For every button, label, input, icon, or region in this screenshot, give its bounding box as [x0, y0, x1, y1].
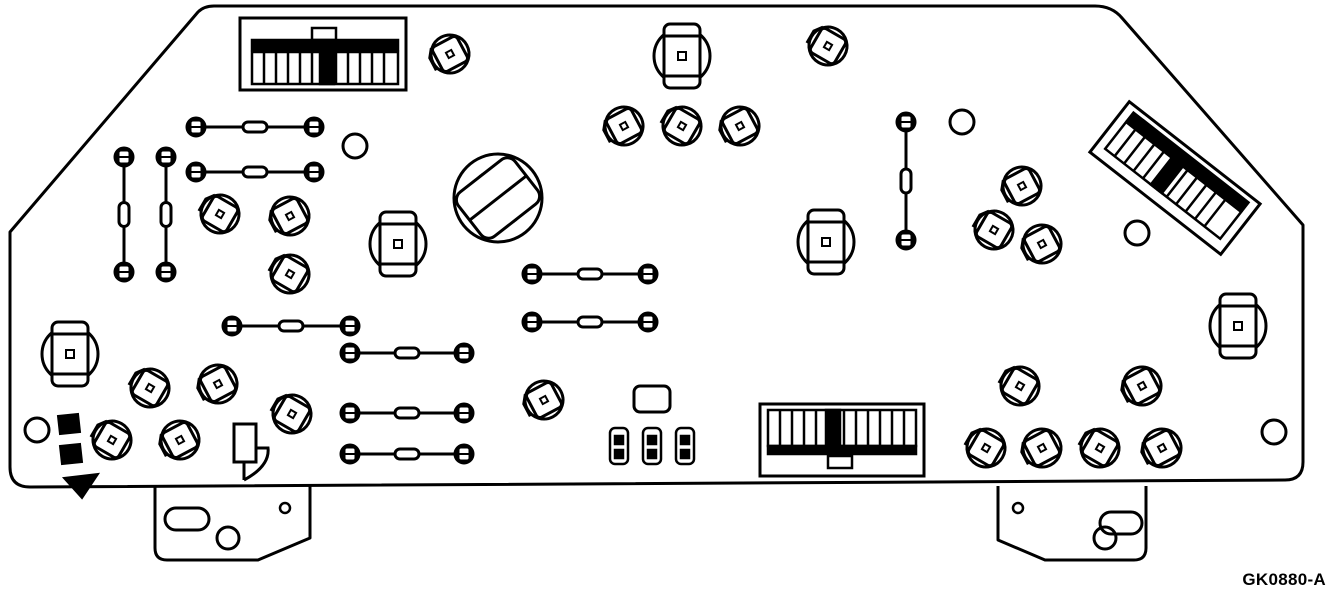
bulb-socket [89, 419, 133, 461]
tab-hole-left [215, 525, 241, 551]
sensor-socket [232, 422, 270, 482]
board-hole [341, 132, 369, 160]
bulb-socket [602, 105, 645, 147]
tab-slot-right [1098, 510, 1144, 536]
bulb-socket [1020, 223, 1063, 265]
resistor-link [521, 311, 659, 333]
bulb-socket [1020, 427, 1063, 469]
resistor-link [185, 161, 325, 183]
bulb-socket [428, 33, 471, 75]
indicator-cluster-left [56, 412, 101, 500]
resistor-link [339, 402, 475, 424]
bulb-socket [127, 367, 171, 409]
gauge-mount [40, 320, 100, 388]
board-hole [948, 108, 976, 136]
mounting-tab-right [996, 486, 1148, 562]
tab-hole-right [1092, 525, 1118, 551]
bulb-socket [269, 393, 313, 435]
resistor-link [113, 146, 135, 283]
bulb-socket [963, 427, 1007, 469]
connector-right [1087, 99, 1263, 257]
bulb-socket [659, 105, 703, 147]
tab-slot-left [163, 506, 211, 532]
bulb-socket [718, 105, 761, 147]
bulb-socket [158, 419, 201, 461]
gauge-mount [796, 208, 856, 276]
gauge-mount [1208, 292, 1268, 360]
board-hole [1123, 219, 1151, 247]
resistor-link [221, 315, 361, 337]
circuit-board-outline [8, 4, 1305, 489]
triple-socket [608, 426, 696, 466]
bulb-socket [1077, 427, 1121, 469]
tab-pin-right [1011, 501, 1025, 515]
figure-reference-code: GK0880-A [1242, 570, 1326, 589]
bulb-socket [1000, 165, 1043, 207]
resistor-link [155, 146, 177, 283]
bulb-socket [997, 365, 1041, 407]
board-hole [23, 416, 51, 444]
resistor-link [895, 111, 917, 251]
bulb-socket [805, 25, 849, 67]
resistor-link [185, 116, 325, 138]
board-hole [1260, 418, 1288, 446]
bulb-socket [268, 195, 311, 237]
bulb-socket [522, 379, 565, 421]
connector-top [238, 16, 408, 92]
bulb-socket [196, 363, 239, 405]
bulb-socket [267, 253, 311, 295]
resistor-link [339, 342, 475, 364]
gauge-mount [652, 22, 712, 90]
connector-bottom [758, 402, 926, 478]
bulb-socket [971, 209, 1015, 251]
rotary-socket-large [452, 152, 544, 244]
tab-pin-left [278, 501, 292, 515]
resistor-link [521, 263, 659, 285]
resistor-link [339, 443, 475, 465]
bulb-socket [197, 193, 241, 235]
gauge-mount [368, 210, 428, 278]
contact-pad [632, 384, 672, 414]
bulb-socket [1140, 427, 1183, 469]
mounting-tab-left [153, 486, 312, 562]
bulb-socket [1120, 365, 1163, 407]
